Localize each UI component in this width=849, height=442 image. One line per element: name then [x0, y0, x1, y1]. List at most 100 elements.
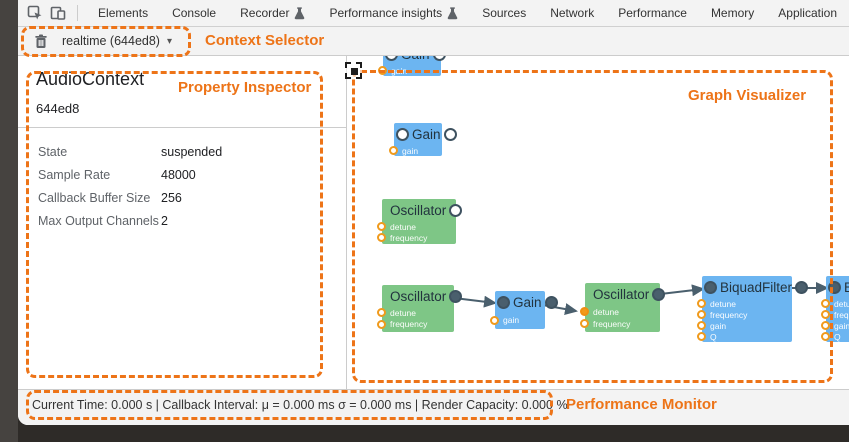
property-label: Callback Buffer Size [38, 190, 151, 205]
tabs-container: Elements Console Recorder Performance insig… [86, 0, 849, 26]
input-port-icon [828, 280, 841, 294]
devtools-tab-bar: Elements Console Recorder Performance insig… [18, 0, 849, 27]
param-row-frequency: frequency [377, 232, 456, 243]
desktop-left-strip [0, 0, 18, 442]
tab-performance[interactable]: Performance [606, 0, 699, 26]
property-label: Sample Rate [38, 167, 111, 182]
devtools-window: Elements Console Recorder Performance insig… [18, 0, 849, 425]
param-port-icon [697, 321, 706, 330]
tab-memory[interactable]: Memory [699, 0, 766, 26]
param-row-gain: gain [378, 65, 441, 76]
node-title-row: Oscillator [382, 199, 463, 221]
input-port-icon [497, 295, 510, 309]
tab-label: Memory [710, 6, 755, 20]
param-name: frequency [710, 309, 748, 320]
selection-marker-icon [345, 62, 362, 79]
annotation-label-graph-visualizer: Graph Visualizer [688, 87, 807, 104]
graph-visualizer-canvas[interactable]: GaingainGaingainOscillatordetunefrequenc… [347, 56, 849, 389]
param-name: frequency [593, 318, 631, 329]
tab-network[interactable]: Network [538, 0, 606, 26]
tab-label: Network [550, 6, 595, 20]
node-params: gain [378, 65, 441, 78]
param-name: frequency [390, 232, 428, 243]
param-row-detune: detune [697, 298, 792, 309]
node-title-row: Gain [383, 56, 446, 65]
node-label: BiquadFilter [844, 279, 849, 295]
node-title-row: Gain [495, 291, 558, 313]
webaudio-toolbar: realtime (644ed8) ▾ [18, 27, 849, 56]
node-label: Gain [398, 56, 433, 62]
trash-icon[interactable] [30, 30, 52, 52]
graph-node-gain-top[interactable]: Gain gain [378, 56, 446, 78]
input-port-icon [704, 280, 717, 294]
tab-recorder[interactable]: Recorder [228, 0, 317, 26]
tab-label: Performance [618, 6, 687, 20]
param-port-icon [490, 315, 499, 325]
param-row-gain: gain [821, 320, 849, 331]
param-port-icon [377, 233, 386, 242]
output-port-icon [432, 56, 446, 61]
param-port-icon [580, 307, 589, 316]
param-port-icon [378, 66, 387, 75]
output-port-icon [449, 289, 463, 303]
param-row-frequency: frequency [377, 319, 454, 330]
param-port-icon [821, 332, 830, 341]
param-name: detune [710, 298, 736, 309]
param-port-icon [389, 146, 398, 155]
audiocontext-title: AudioContext [36, 69, 145, 89]
param-port-icon [580, 319, 589, 328]
node-title-row: Oscillator [585, 283, 666, 305]
property-value: suspended [161, 144, 223, 159]
param-row-gain: gain [389, 145, 442, 156]
tab-label: Console [172, 6, 217, 20]
property-value: 48000 [161, 167, 196, 182]
param-name: detune [390, 221, 416, 232]
performance-monitor-text: Current Time: 0.000 s | Callback Interva… [32, 398, 568, 412]
param-name: Q [834, 331, 841, 342]
tab-elements[interactable]: Elements [86, 0, 160, 26]
performance-monitor-bar: Current Time: 0.000 s | Callback Interva… [18, 389, 849, 425]
param-port-icon [697, 310, 706, 319]
graph-node-gain-2[interactable]: Gain gain [389, 123, 457, 156]
context-selector-label: realtime (644ed8) [62, 34, 160, 48]
tab-label: Recorder [240, 6, 290, 20]
annotation-label-property-inspector: Property Inspector [178, 79, 312, 96]
tab-sources[interactable]: Sources [470, 0, 538, 26]
param-name: frequency [834, 309, 849, 320]
device-toolbar-icon[interactable] [50, 3, 68, 23]
node-label: Oscillator [390, 202, 447, 218]
node-label: Oscillator [593, 286, 650, 302]
tab-console[interactable]: Console [160, 0, 228, 26]
param-port-icon [821, 310, 830, 319]
output-port-icon [449, 203, 463, 217]
property-value: 2 [161, 213, 168, 228]
node-label: Oscillator [390, 288, 447, 304]
node-label: Gain [412, 126, 441, 142]
param-row-frequency: frequency [580, 318, 660, 329]
param-name: detune [593, 306, 619, 317]
output-port-icon [443, 127, 457, 141]
context-selector-dropdown[interactable]: realtime (644ed8) ▾ [62, 34, 172, 48]
tab-performance-insights[interactable]: Performance insights [317, 0, 470, 26]
inspect-element-icon[interactable] [26, 3, 44, 23]
tab-label: Elements [98, 6, 149, 20]
tab-application[interactable]: Application [766, 0, 849, 26]
input-port-icon [385, 56, 398, 61]
param-name: gain [402, 145, 419, 156]
param-name: gain [710, 320, 727, 331]
param-row-frequency: frequency [697, 309, 792, 320]
node-title-row: Gain [394, 123, 457, 145]
